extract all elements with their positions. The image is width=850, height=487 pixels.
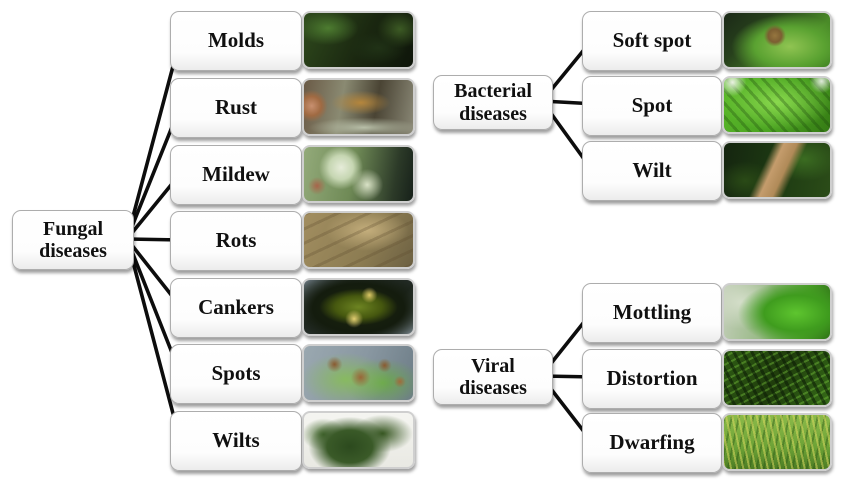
node-label: Spot: [631, 93, 673, 118]
mildew-photo: [302, 145, 415, 203]
node-viral-diseases[interactable]: Viral diseases: [433, 349, 553, 405]
node-label: Wilt: [632, 158, 672, 183]
node-molds[interactable]: Molds: [170, 11, 302, 71]
node-mildew[interactable]: Mildew: [170, 145, 302, 205]
node-cankers[interactable]: Cankers: [170, 278, 302, 338]
node-bacterial-diseases[interactable]: Bacterial diseases: [433, 75, 553, 130]
node-label: Soft spot: [612, 28, 692, 53]
node-label: Bacterial diseases: [454, 80, 532, 125]
node-label: Fungal diseases: [39, 217, 107, 262]
node-rots[interactable]: Rots: [170, 211, 302, 271]
spots-photo: [302, 344, 415, 402]
rust-photo: [302, 78, 415, 136]
node-mottling[interactable]: Mottling: [582, 283, 722, 343]
spot-photo: [722, 76, 832, 134]
node-label: Molds: [207, 28, 264, 53]
node-label: Rust: [214, 95, 257, 120]
node-label: Rots: [215, 228, 257, 253]
cankers-photo: [302, 278, 415, 336]
node-label: Mildew: [202, 162, 270, 187]
node-label: Spots: [211, 361, 261, 386]
node-label: Viral diseases: [459, 354, 527, 399]
node-fungal-diseases[interactable]: Fungal diseases: [12, 210, 134, 270]
node-spot[interactable]: Spot: [582, 76, 722, 136]
connector-line: [125, 237, 182, 442]
wilt-photo: [722, 141, 832, 199]
node-label: Mottling: [612, 300, 692, 325]
node-wilt[interactable]: Wilt: [582, 141, 722, 201]
distortion-photo: [722, 349, 832, 407]
rots-photo: [302, 211, 415, 269]
connector-line: [125, 38, 182, 241]
node-spots[interactable]: Spots: [170, 344, 302, 404]
node-rust[interactable]: Rust: [170, 78, 302, 138]
mottling-photo: [722, 283, 832, 341]
node-label: Distortion: [606, 366, 698, 391]
soft-spot-photo: [722, 11, 832, 69]
node-wilts[interactable]: Wilts: [170, 411, 302, 471]
node-soft-spot[interactable]: Soft spot: [582, 11, 722, 71]
node-label: Dwarfing: [609, 430, 695, 455]
node-label: Cankers: [198, 295, 274, 320]
wilts-photo: [302, 411, 415, 469]
dwarfing-photo: [722, 413, 832, 471]
node-label: Wilts: [212, 428, 260, 453]
node-dwarfing[interactable]: Dwarfing: [582, 413, 722, 473]
molds-photo: [302, 11, 415, 69]
node-distortion[interactable]: Distortion: [582, 349, 722, 409]
